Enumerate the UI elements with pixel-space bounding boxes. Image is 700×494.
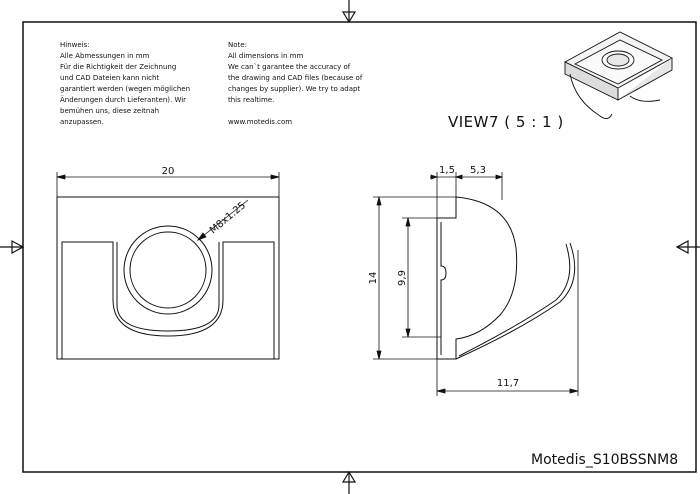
note-german-line: garantiert werden (wegen möglichen <box>60 85 191 93</box>
dimension-side-inner-height <box>402 217 441 338</box>
dimension-side-length-label: 11,7 <box>497 378 519 389</box>
note-german-line: anzupassen. <box>60 118 104 126</box>
thread-callout <box>196 199 249 241</box>
note-english-line <box>228 106 362 117</box>
note-english-line: this realtime. <box>228 96 275 104</box>
note-german-line: bemühen uns, diese zeitnah <box>60 107 160 115</box>
note-german-line: Alle Abmessungen in mm <box>60 52 150 60</box>
thread-label: M8x1.25 <box>208 200 248 236</box>
dimension-side-offset-2-label: 5,3 <box>470 165 486 176</box>
note-english-heading: Note: <box>228 41 247 49</box>
note-german: Hinweis: Alle Abmessungen in mm Für die … <box>60 40 190 128</box>
side-view: 1,5 5,3 14 9,9 11,7 <box>368 165 579 396</box>
note-english-line: the drawing and CAD files (because of <box>228 74 363 82</box>
dimension-side-offset-1-label: 1,5 <box>439 165 455 176</box>
note-german-line: Für die Richtigkeit der Zeichnung <box>60 63 177 71</box>
view-title: VIEW7 ( 5 : 1 ) <box>448 113 564 131</box>
note-english-line: We can`t garantee the accuracy of <box>228 63 351 71</box>
note-german-heading: Hinweis: <box>60 41 90 49</box>
dimension-side-top <box>430 172 504 218</box>
dimension-side-inner-height-label: 9,9 <box>397 270 408 286</box>
dimension-front-width <box>56 172 280 197</box>
dimension-side-height <box>373 196 456 360</box>
note-english-line: changes by supplier). We try to adapt <box>228 85 361 93</box>
isometric-preview <box>564 31 673 119</box>
part-number: Motedis_S10BSSNM8 <box>531 452 679 468</box>
note-german-line: Änderungen durch Lieferanten). Wir <box>60 96 187 104</box>
dimension-side-length <box>436 250 579 396</box>
note-german-line: und CAD Dateien kann nicht <box>60 74 160 82</box>
note-english-line: All dimensions in mm <box>228 52 304 60</box>
dimension-side-height-label: 14 <box>368 272 379 285</box>
note-english: Note: All dimensions in mm We can`t gara… <box>228 40 362 128</box>
dimension-front-width-label: 20 <box>162 166 175 177</box>
front-view: 20 M8x1.25 <box>56 166 280 360</box>
note-english-website: www.motedis.com <box>228 118 293 126</box>
